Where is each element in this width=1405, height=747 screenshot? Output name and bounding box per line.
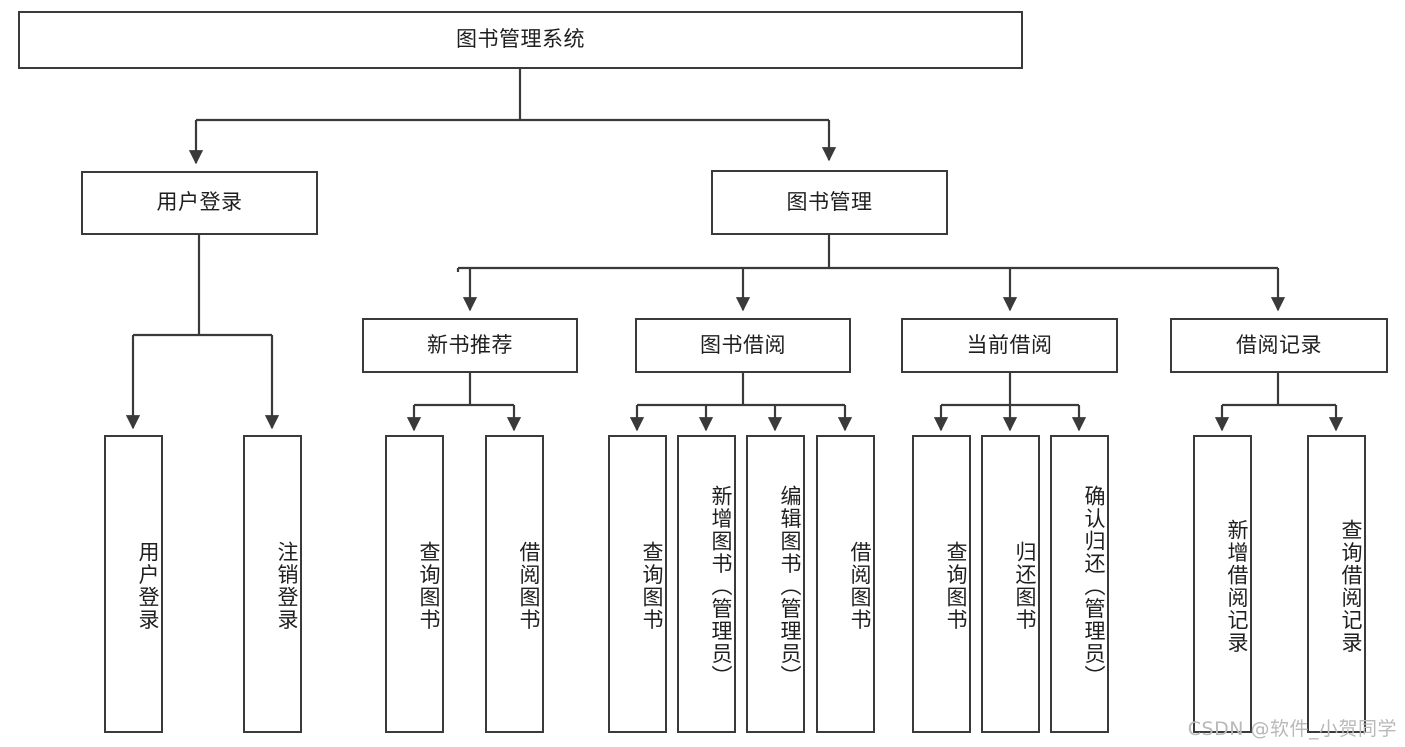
leaf-user-login-signout[interactable]: 注销登录 [243, 435, 302, 733]
csdn-watermark: CSDN @软件_小贺同学 [1187, 718, 1397, 740]
node-current-borrow[interactable]: 当前借阅 [901, 318, 1118, 373]
leaf-recommend-borrow-book[interactable]: 借阅图书 [485, 435, 544, 733]
leaf-user-login-signin[interactable]: 用户登录 [104, 435, 163, 733]
node-new-book-recommend[interactable]: 新书推荐 [362, 318, 578, 373]
leaf-borrow-query-book[interactable]: 查询图书 [608, 435, 667, 733]
leaf-recommend-query-book[interactable]: 查询图书 [385, 435, 444, 733]
leaf-borrow-borrow-book[interactable]: 借阅图书 [816, 435, 875, 733]
leaf-record-query-record[interactable]: 查询借阅记录 [1307, 435, 1366, 733]
node-root-system[interactable]: 图书管理系统 [18, 11, 1023, 69]
leaf-current-query-book[interactable]: 查询图书 [912, 435, 971, 733]
leaf-current-confirm-return-admin[interactable]: 确认归还（管理员） [1050, 435, 1109, 733]
node-book-management[interactable]: 图书管理 [711, 170, 948, 235]
leaf-borrow-edit-book-admin[interactable]: 编辑图书（管理员） [746, 435, 805, 733]
leaf-current-return-book[interactable]: 归还图书 [981, 435, 1040, 733]
node-user-login[interactable]: 用户登录 [81, 171, 318, 235]
node-borrow-record[interactable]: 借阅记录 [1170, 318, 1388, 373]
leaf-record-add-record[interactable]: 新增借阅记录 [1193, 435, 1252, 733]
leaf-borrow-add-book-admin[interactable]: 新增图书（管理员） [677, 435, 736, 733]
node-book-borrow[interactable]: 图书借阅 [635, 318, 851, 373]
